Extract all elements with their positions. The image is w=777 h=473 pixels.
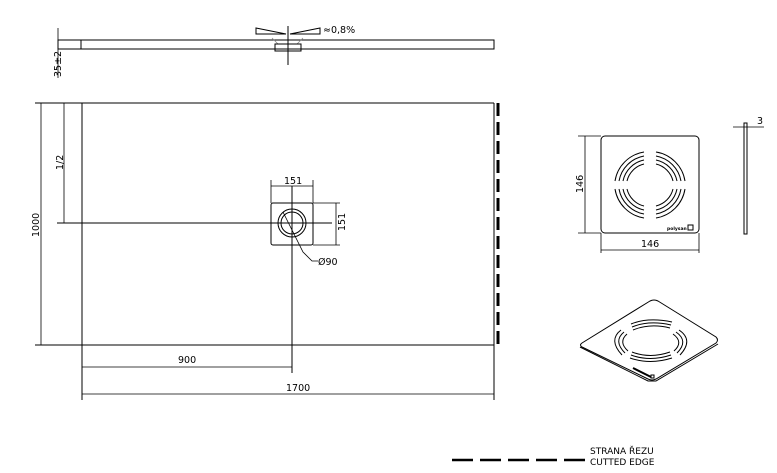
grate-side-outline xyxy=(743,122,748,235)
diameter-leader xyxy=(282,211,318,262)
grate-brand-logo: polysan xyxy=(667,226,687,232)
legend: STRANA ŘEZU CUTTED EDGE xyxy=(590,447,654,469)
grate-isometric-view xyxy=(579,299,719,382)
height-dimension-label: 1000 xyxy=(31,213,42,237)
plan-view: 1000 1/2 151 151 Ø90 900 1700 xyxy=(31,102,500,400)
grate-thickness-label: 3 xyxy=(757,116,763,127)
half-dimension-label: 1/2 xyxy=(55,155,66,170)
slope-label: ≈0,8% xyxy=(323,25,355,36)
grate-outline xyxy=(600,135,700,234)
grate-height-label: 146 xyxy=(575,175,586,193)
drain-inner-circle xyxy=(280,211,304,235)
grate-width-label: 146 xyxy=(641,239,659,250)
thickness-label: 35±2 xyxy=(53,51,64,77)
drain-diameter-label: Ø90 xyxy=(318,257,338,268)
drain-outer-circle xyxy=(277,208,307,238)
drain-box-height-label: 151 xyxy=(337,213,348,231)
slope-indicator-right xyxy=(289,27,321,35)
drain-offset-label: 900 xyxy=(178,355,196,366)
grate-iso-outline xyxy=(580,299,718,381)
section-view: ≈0,8% 35±2 xyxy=(53,25,495,78)
grate-slots xyxy=(614,151,686,219)
grate-side-view: 3 xyxy=(733,116,764,235)
legend-line-cz: STRANA ŘEZU xyxy=(590,447,654,457)
grate-top-view: polysan 146 146 xyxy=(575,135,700,253)
width-dimension-label: 1700 xyxy=(286,383,310,394)
drain-box xyxy=(270,202,314,246)
legend-line-en: CUTTED EDGE xyxy=(590,458,655,468)
drain-box-width-label: 151 xyxy=(284,176,302,187)
slope-indicator-left xyxy=(255,27,287,35)
